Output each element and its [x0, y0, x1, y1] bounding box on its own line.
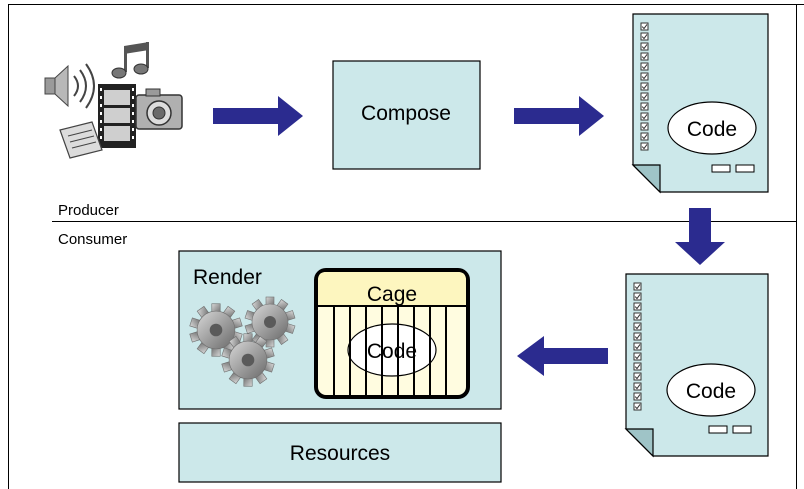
arrow-media-to-compose [213, 96, 303, 136]
code-document-bottom: Code [624, 273, 769, 458]
arrow-code-down [675, 208, 725, 265]
render-label: Render [193, 266, 262, 289]
compose-box: Compose [332, 60, 481, 170]
consumer-label: Consumer [58, 231, 127, 248]
producer-label: Producer [58, 202, 119, 219]
camera-icon [135, 88, 183, 130]
cage: Cage Code [314, 268, 470, 399]
music-notes-icon [111, 42, 149, 79]
arrow-compose-to-code [514, 96, 604, 136]
cage-bars [333, 306, 447, 395]
film-strip-icon [98, 84, 136, 148]
arrow-code-to-render [517, 336, 608, 376]
resources-label: Resources [290, 442, 390, 465]
resources-box: Resources [178, 422, 502, 483]
code-bottom-label: Code [686, 380, 736, 403]
code-top-label: Code [687, 118, 737, 141]
compose-label: Compose [361, 102, 451, 125]
cage-code-label: Code [367, 340, 417, 363]
speaker-icon [44, 63, 95, 109]
document-icon [59, 121, 103, 159]
render-box: Render Cage Code [178, 250, 502, 410]
media-icons [44, 42, 183, 159]
cage-label: Cage [367, 283, 417, 306]
code-document-top: Code [631, 13, 769, 194]
